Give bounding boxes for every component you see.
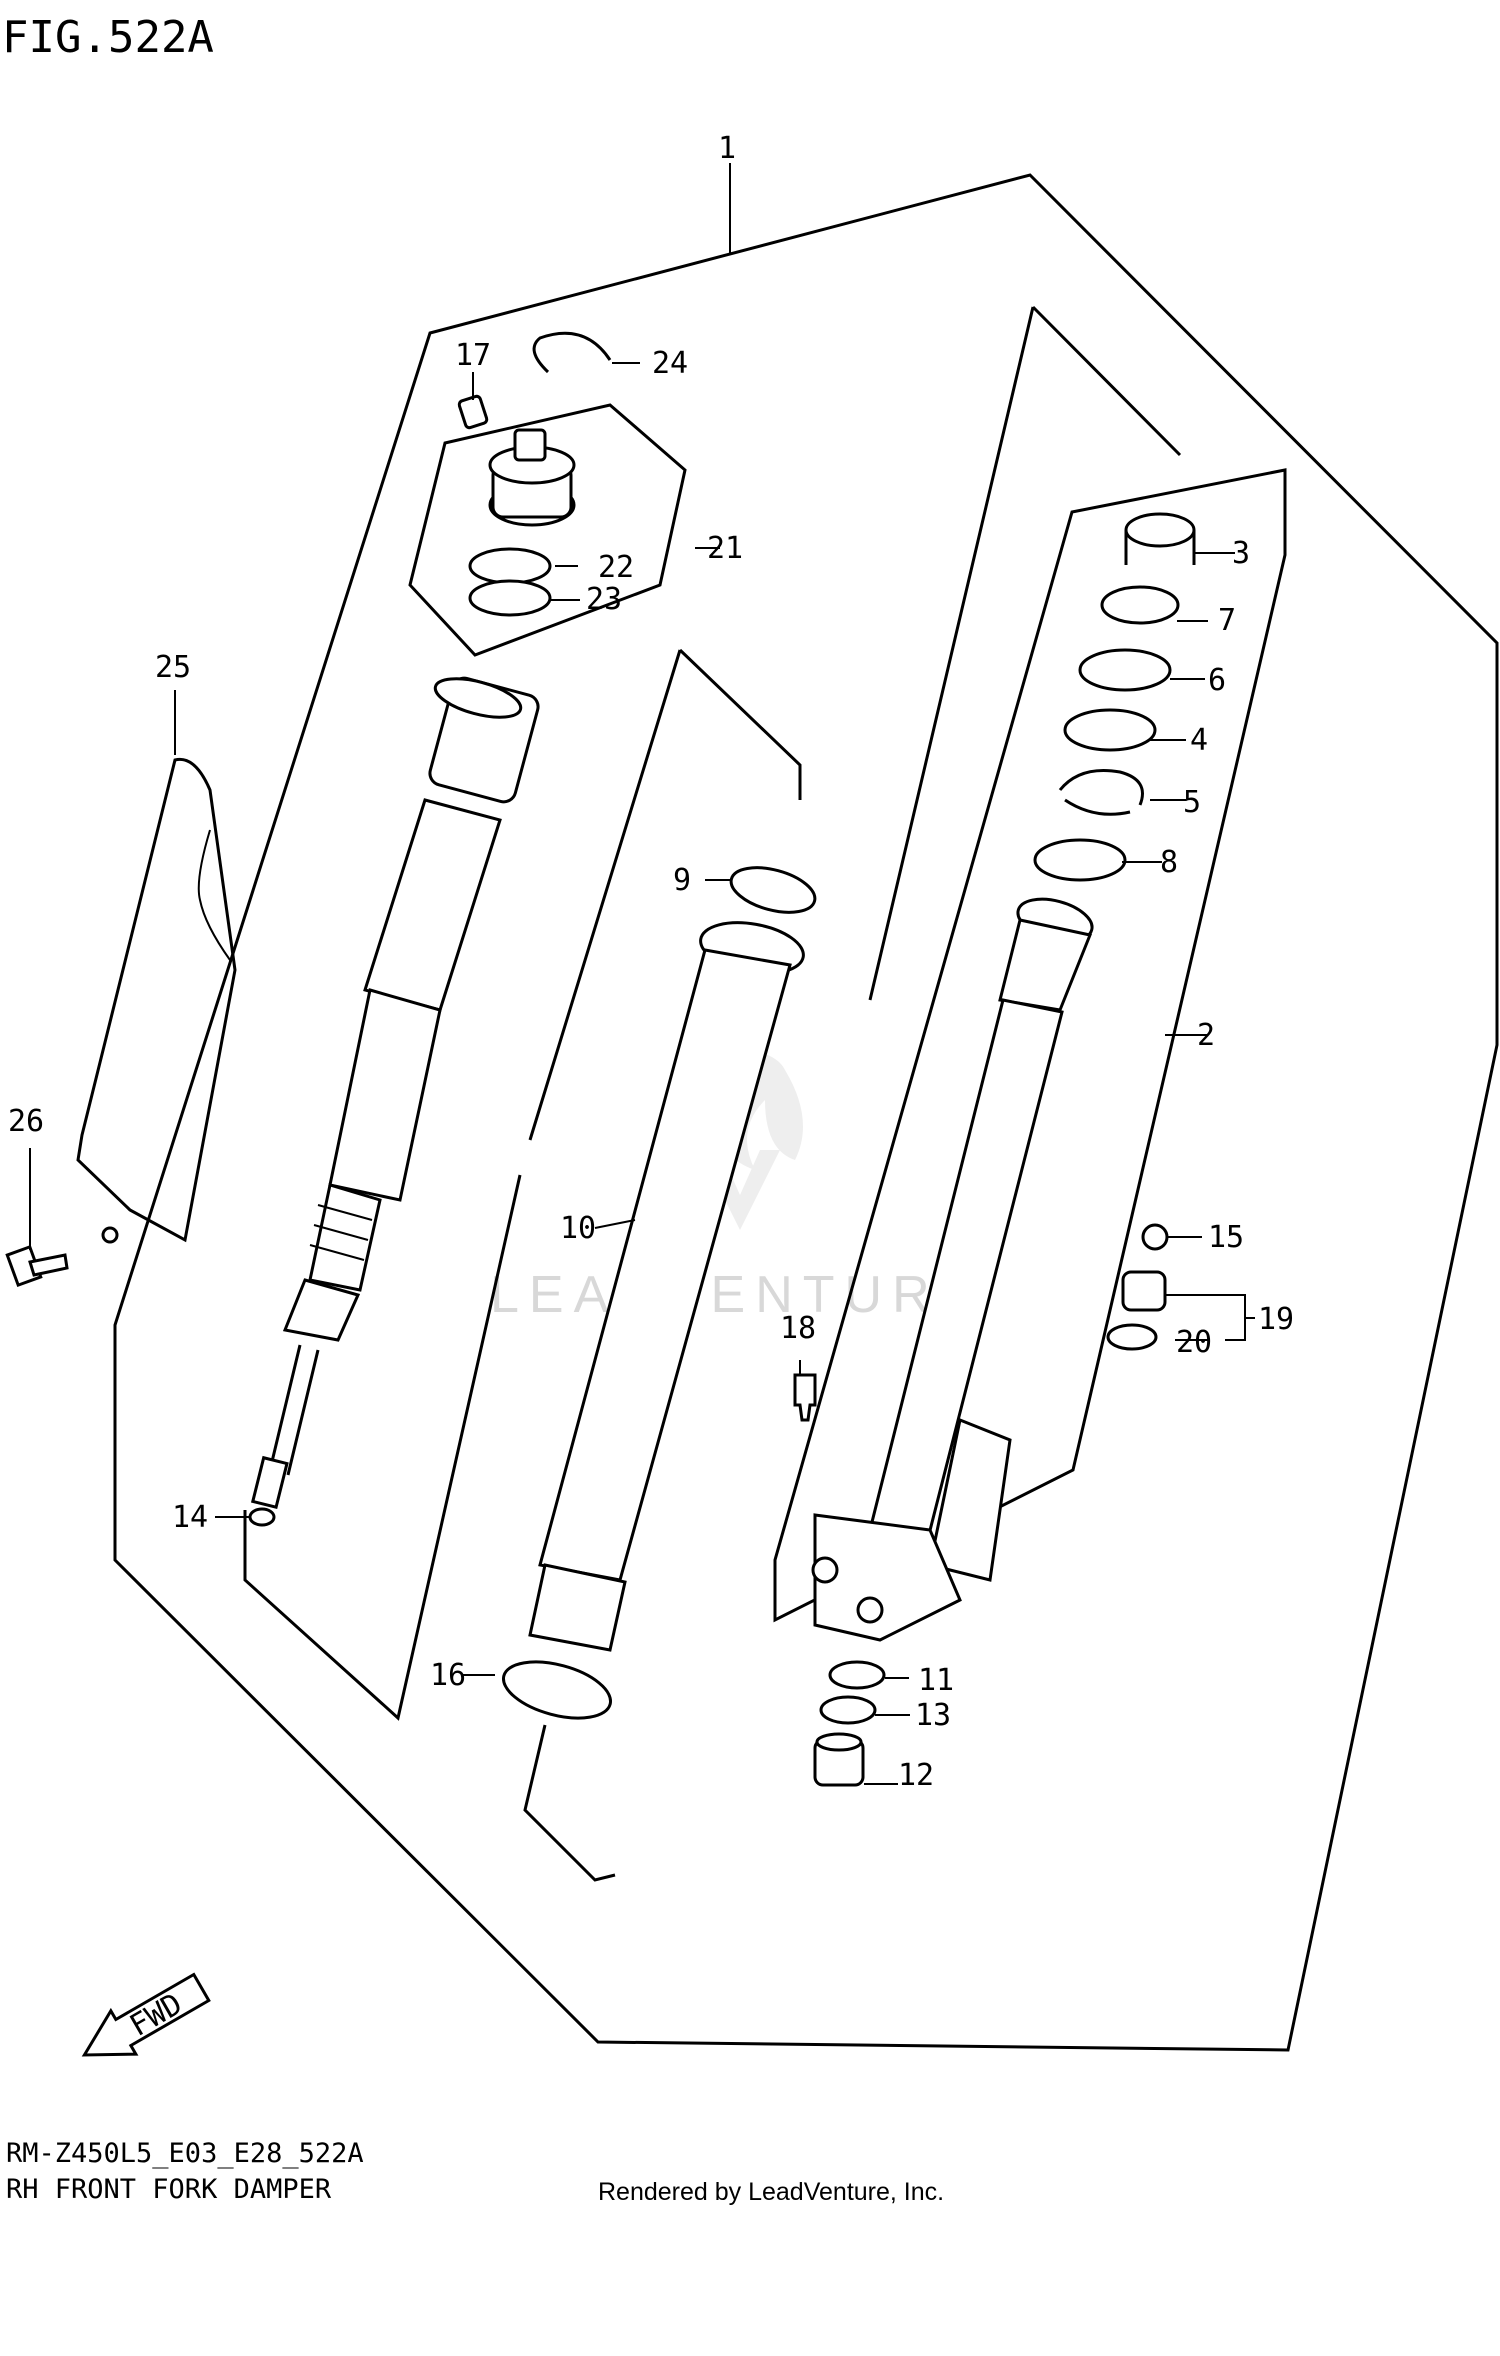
fork-guard [76, 757, 237, 1243]
leader-lines [29, 163, 1255, 1785]
callout-24: 24 [652, 346, 688, 381]
bolt-26 [5, 1226, 119, 1288]
washer-6 [1078, 648, 1172, 692]
figure-title: FIG.522A [2, 12, 214, 63]
callout-25: 25 [155, 650, 191, 685]
callout-8: 8 [1160, 845, 1178, 880]
callout-21: 21 [707, 531, 743, 566]
assembly-outline-21 [408, 403, 687, 657]
callout-10: 10 [560, 1211, 596, 1246]
fork-guard-edge [197, 829, 231, 961]
assembly-outline-10 [243, 648, 802, 1721]
bolt-18 [793, 1373, 817, 1422]
callout-6: 6 [1208, 663, 1226, 698]
callout-13: 13 [915, 1698, 951, 1733]
damper-cartridge [250, 676, 540, 1510]
diagram-name: RH FRONT FORK DAMPER [6, 2174, 332, 2205]
callout-19: 19 [1258, 1302, 1294, 1337]
callout-5: 5 [1183, 785, 1201, 820]
bushing-3 [1124, 512, 1196, 548]
bushing-3-side [1124, 530, 1196, 565]
bolt-19 [1121, 1270, 1167, 1312]
callout-16: 16 [430, 1658, 466, 1693]
callout-1: 1 [718, 131, 736, 166]
o-ring-20 [1106, 1323, 1158, 1351]
callout-18: 18 [780, 1311, 816, 1346]
clip-5 [1058, 768, 1144, 816]
nut-15 [1141, 1223, 1169, 1251]
bushing-7 [1100, 585, 1180, 625]
callout-23: 23 [586, 582, 622, 617]
callout-4: 4 [1190, 723, 1208, 758]
base-valve-21 [488, 428, 576, 527]
fwd-arrow: FWD [81, 1972, 211, 2057]
callout-7: 7 [1218, 603, 1236, 638]
callout-15: 15 [1208, 1220, 1244, 1255]
o-ring-11 [828, 1660, 886, 1690]
snap-ring-24 [532, 331, 612, 374]
cap-17 [457, 394, 489, 430]
o-ring-16 [501, 1660, 613, 1720]
callout-9: 9 [673, 863, 691, 898]
bolt-12 [813, 1732, 865, 1787]
callout-22: 22 [598, 550, 634, 585]
callout-11: 11 [918, 1663, 954, 1698]
callout-20: 20 [1176, 1325, 1212, 1360]
callout-2: 2 [1197, 1018, 1215, 1053]
o-ring-9 [729, 866, 817, 914]
assembly-outline-1 [113, 173, 1499, 2052]
rendered-by-credit: Rendered by LeadVenture, Inc. [598, 2178, 944, 2206]
outer-tube-2 [811, 897, 1094, 1642]
diagram-code: RM-Z450L5_E03_E28_522A [6, 2138, 364, 2169]
callout-17: 17 [455, 338, 491, 373]
o-ring-13 [819, 1695, 877, 1725]
callout-12: 12 [898, 1758, 934, 1793]
inner-tube-10 [528, 921, 805, 1652]
washer-14 [248, 1507, 276, 1527]
dust-seal-8 [1033, 838, 1127, 882]
assembly-outline-16 [523, 1724, 616, 1882]
assembly-outline-2-back [868, 305, 1182, 1001]
watermark-text: LEADVENTURE [490, 1266, 984, 1324]
seal-4 [1063, 708, 1157, 752]
o-ring-23 [468, 579, 552, 617]
assembly-outline-2 [773, 468, 1287, 1623]
callout-14: 14 [172, 1500, 208, 1535]
callout-3: 3 [1232, 536, 1250, 571]
o-ring-22 [468, 547, 552, 585]
callout-26: 26 [8, 1104, 44, 1139]
